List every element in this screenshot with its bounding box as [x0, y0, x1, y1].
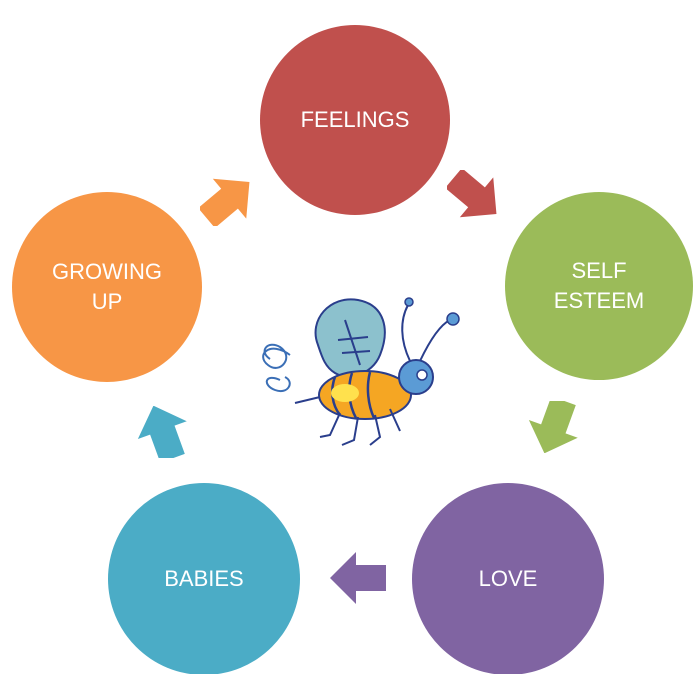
node-love: LOVE [412, 483, 604, 674]
node-babies: BABIES [108, 483, 300, 674]
bee-legs [319, 408, 401, 446]
bee-antenna-2 [419, 319, 451, 362]
bee-body-highlight [331, 384, 359, 402]
node-self-esteem-label: SELF ESTEEM [553, 258, 645, 313]
node-love-label: LOVE [478, 566, 538, 592]
node-growing-up: GROWING UP [12, 192, 202, 382]
node-feelings-label: FEELINGS [300, 107, 410, 133]
arrow-feelings-to-self-esteem-shape [447, 170, 497, 218]
bee-antenna-tip-1 [404, 297, 414, 307]
bee-trail [262, 343, 291, 369]
node-self-esteem: SELF ESTEEM [505, 192, 693, 380]
bee-antenna-tip-2 [446, 312, 460, 326]
bee-trail-2 [265, 376, 291, 393]
bee-wing-vein [337, 319, 371, 366]
arrow-self-esteem-to-love [528, 401, 578, 453]
bee-antenna-1 [401, 304, 411, 362]
bee-eye [416, 369, 428, 381]
arrow-love-to-babies-shape [330, 552, 386, 604]
bee-head [398, 359, 434, 395]
node-feelings: FEELINGS [260, 25, 450, 215]
bee-clipart-icon [262, 297, 460, 446]
node-babies-label: BABIES [164, 566, 244, 592]
arrow-babies-to-growing-up-shape [137, 406, 187, 458]
arrow-feelings-to-self-esteem [447, 170, 497, 218]
bee-body [318, 370, 412, 420]
arrow-growing-up-to-feelings-shape [200, 178, 250, 226]
node-growing-up-label: GROWING UP [52, 259, 162, 314]
bee-stinger [294, 396, 321, 404]
arrow-self-esteem-to-love-shape [528, 401, 578, 453]
arrow-growing-up-to-feelings [200, 178, 250, 226]
arrow-love-to-babies [330, 552, 386, 604]
arrow-babies-to-growing-up [137, 406, 187, 458]
